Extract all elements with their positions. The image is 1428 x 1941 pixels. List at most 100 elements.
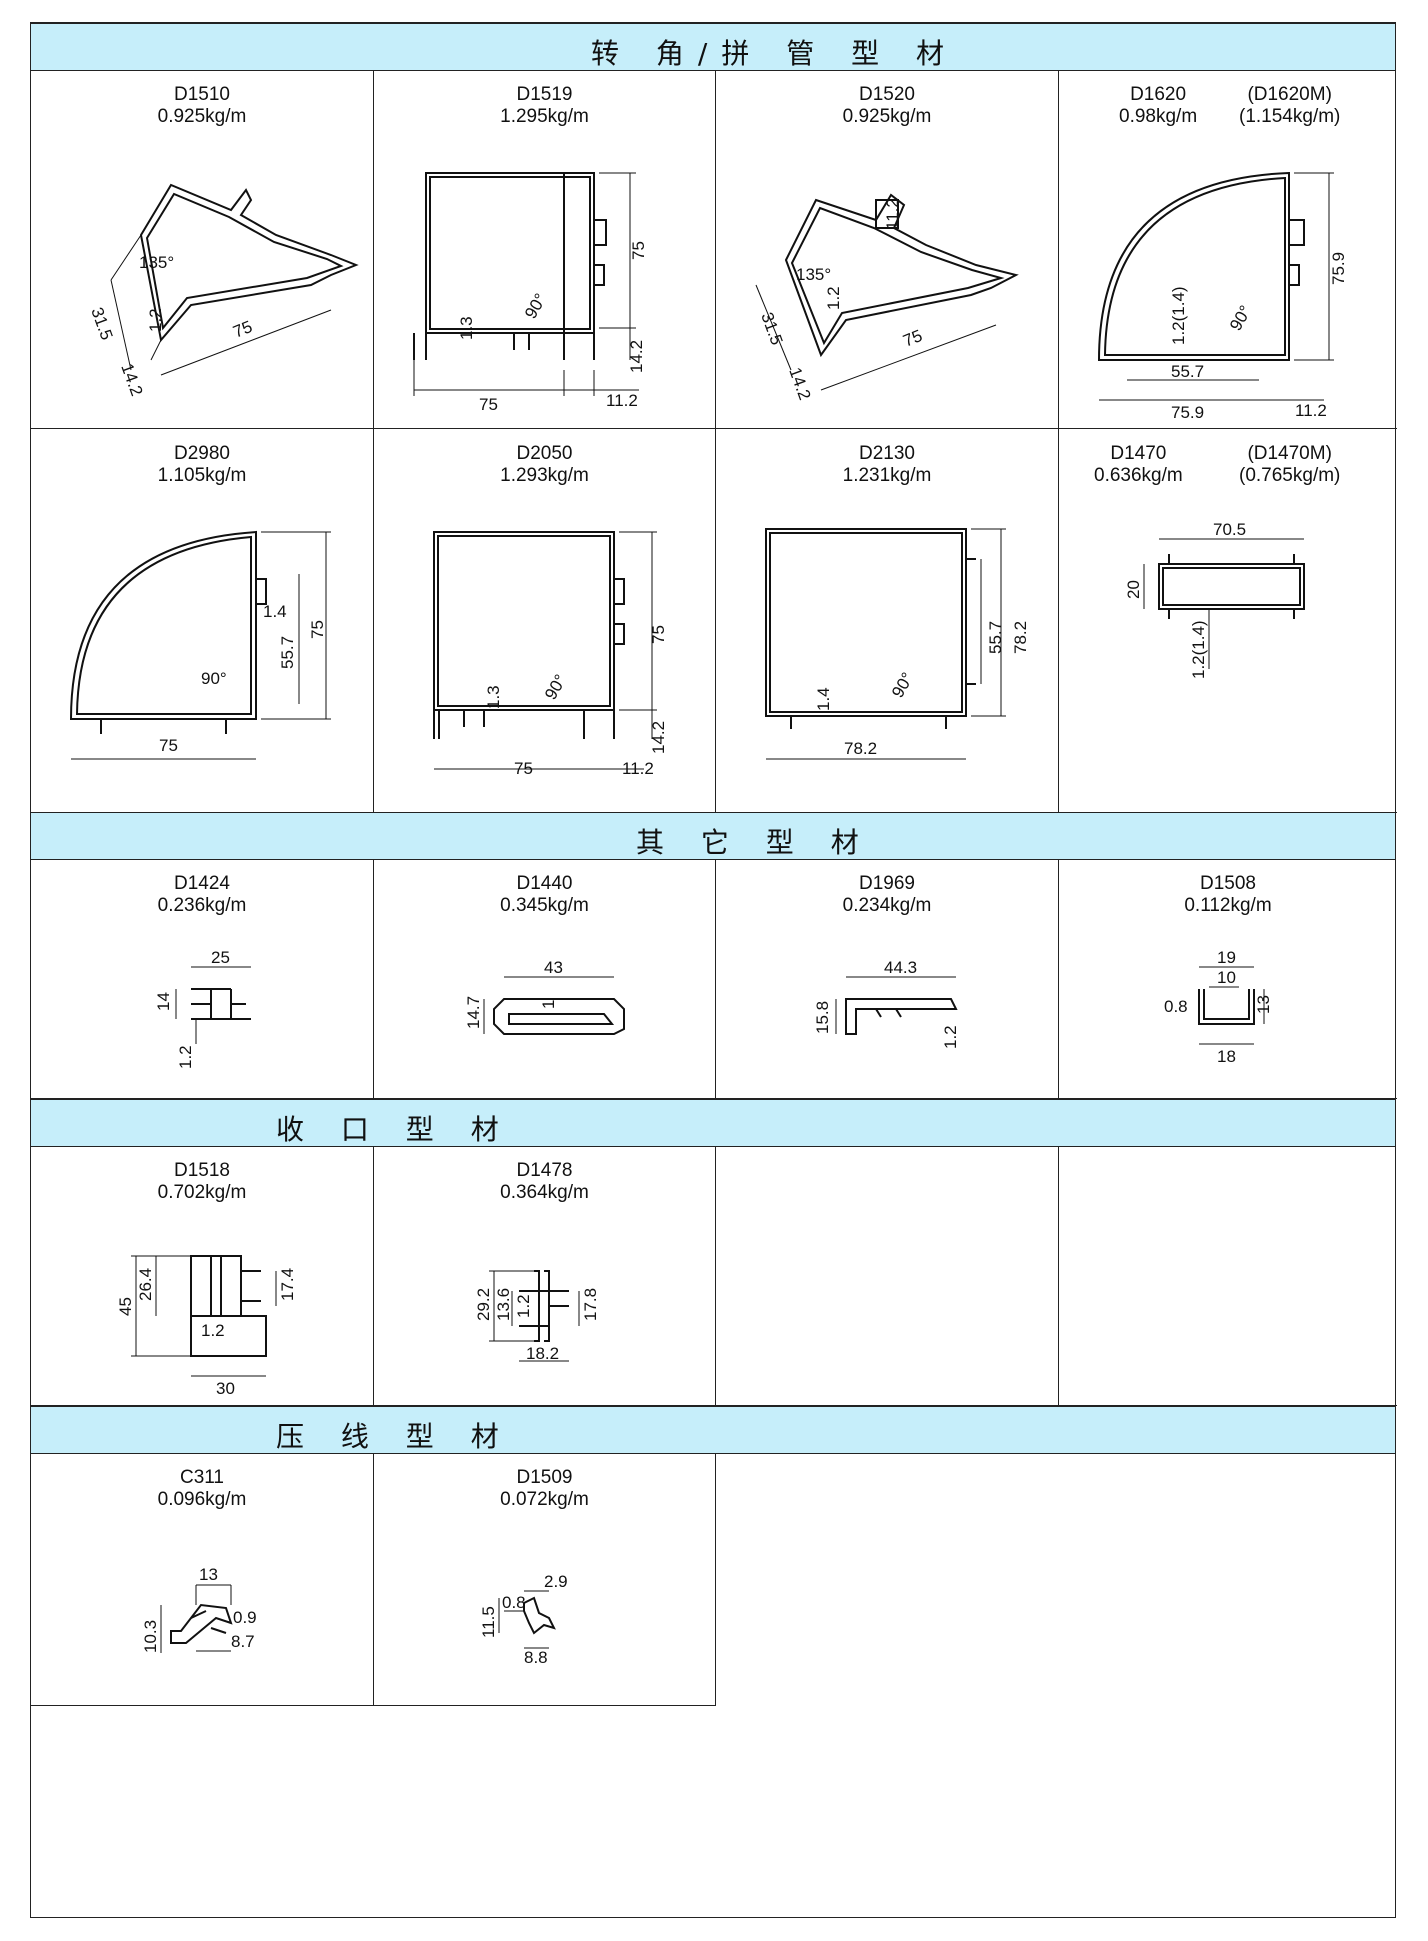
- profile-weight: 1.105kg/m: [157, 465, 247, 486]
- dim-height: 11.5: [479, 1606, 498, 1638]
- dim-height: 78.2: [1011, 621, 1030, 654]
- profile-cell-D1969: D1969 0.234kg/m 44.3 15.8 1.2: [716, 859, 1059, 1099]
- profile-drawing: 25 14 1.2: [154, 948, 251, 1069]
- dim-thickness: 1.3: [457, 316, 476, 340]
- section-title: 转 角/拼 管 型 材: [591, 37, 959, 70]
- profile-header: D2980 1.105kg/m: [31, 443, 373, 487]
- profile-drawing: 29.2 13.6 1.2 17.8 18.2: [474, 1270, 600, 1363]
- dim-height: 13: [1254, 995, 1273, 1014]
- dim-thickness: 1.4: [814, 687, 833, 711]
- profile-header: D1508 0.112kg/m: [1059, 873, 1397, 917]
- profile-header: D1424 0.236kg/m: [31, 873, 373, 917]
- profile-cell-D2050: D2050 1.293kg/m 75 1.3 90° 14.2 75 11.2: [374, 429, 716, 813]
- dim-width: 30: [216, 1379, 235, 1398]
- dim-angle: 90°: [888, 669, 917, 701]
- dim-thickness: 0.9: [233, 1608, 257, 1627]
- dim-length: 75: [900, 326, 925, 351]
- profile-code: D1509: [516, 1467, 573, 1488]
- profile-code: D1520: [859, 84, 915, 105]
- dim-inner: 55.7: [278, 636, 297, 669]
- profile-drawing: 43 1 14.7: [464, 958, 625, 1035]
- dim-angle: 90°: [1226, 302, 1255, 334]
- profile-cell-D1470: D1470 0.636kg/m (D1470M) (0.765kg/m) 70.…: [1059, 429, 1397, 813]
- profile-drawing: 44.3 15.8 1.2: [813, 958, 960, 1049]
- catalog-frame: 转 角/拼 管 型 材 D1510 0.925kg/m 135° 1.2 31.…: [30, 22, 1397, 1918]
- dim-width: 75.9: [1171, 403, 1204, 422]
- dim-height: 45: [116, 1297, 135, 1316]
- profile-header: D2130 1.231kg/m: [716, 443, 1058, 487]
- profile-cell-D1509: D1509 0.072kg/m 2.9 11.5 0.8 8.8: [374, 1453, 716, 1706]
- dim-thickness: 1.2: [941, 1025, 960, 1049]
- profile-code: D1440: [516, 873, 573, 894]
- profile-cell-D1440: D1440 0.345kg/m 43 1 14.7: [374, 859, 716, 1099]
- profile-cell-D1478: D1478 0.364kg/m 29.2 13.6 1.2 17.8 18.2: [374, 1146, 716, 1406]
- profile-header: D1510 0.925kg/m: [31, 84, 373, 128]
- profile-code: D1508: [1200, 873, 1256, 894]
- profile-drawing: 135° 1.2 31.5 14.2 75: [87, 183, 359, 399]
- section-header-corner: 转 角/拼 管 型 材: [31, 23, 1395, 71]
- dim-thickness: 1.2(1.4): [1189, 620, 1208, 679]
- profile-code: D1510: [174, 84, 230, 105]
- dim-flange: 14.2: [627, 340, 646, 373]
- dim-thickness: 0.8: [502, 1593, 526, 1612]
- section-title: 其 它 型 材: [636, 826, 873, 859]
- profile-drawing: 2.9 11.5 0.8 8.8: [479, 1572, 568, 1667]
- dim-width: 70.5: [1213, 520, 1246, 539]
- profile-weight: 1.295kg/m: [500, 106, 589, 127]
- dim-thickness: 0.8: [1164, 997, 1188, 1016]
- profile-drawing: 75.9 1.2(1.4) 90° 55.7 75.9 11.2: [1097, 171, 1348, 422]
- profile-weight: 0.364kg/m: [500, 1182, 589, 1203]
- dim-thickness: 1.2: [824, 286, 843, 310]
- profile-weight: 0.072kg/m: [500, 1489, 589, 1510]
- profile-alt-weight: (0.765kg/m): [1239, 465, 1341, 486]
- dim-width: 75: [479, 395, 498, 414]
- profile-drawing: 13 0.9 10.3 8.7: [141, 1565, 257, 1653]
- profile-code: D1518: [174, 1160, 230, 1181]
- section-title: 压 线 型 材: [276, 1420, 513, 1453]
- profile-header: D1969 0.234kg/m: [716, 873, 1058, 917]
- profile-alt-code: (D1620M): [1247, 84, 1332, 105]
- dim-angle: 90°: [541, 671, 570, 703]
- dim-inner: 13.6: [494, 1288, 513, 1321]
- profile-alt-code: (D1470M): [1247, 443, 1332, 464]
- dim-side: 31.5: [757, 310, 786, 348]
- dim-width: 78.2: [844, 739, 877, 758]
- dim-length: 75: [230, 317, 255, 342]
- dim-thickness: 1.4: [263, 602, 287, 621]
- dim-upper: 26.4: [136, 1268, 155, 1301]
- dim-thickness: 1.3: [484, 685, 503, 709]
- dim-flange: 14.2: [117, 361, 146, 399]
- empty-cell: [716, 1146, 1059, 1406]
- profile-header: D1478 0.364kg/m: [374, 1160, 715, 1204]
- dim-inner: 10: [1217, 968, 1236, 987]
- dim-height: 15.8: [813, 1001, 832, 1034]
- dim-bottom: 18: [1217, 1047, 1236, 1066]
- dim-width: 75: [159, 736, 178, 755]
- dim-bottom: 8.8: [524, 1648, 548, 1667]
- profile-weight: 0.234kg/m: [842, 895, 932, 916]
- profile-code: D1470: [1110, 443, 1167, 464]
- profile-cell-D1424: D1424 0.236kg/m 25 14 1.2: [31, 859, 374, 1099]
- profile-header: D1509 0.072kg/m: [374, 1467, 715, 1511]
- empty-cell: [1059, 1146, 1397, 1406]
- dim-height: 10.3: [141, 1620, 160, 1653]
- profile-drawing: 70.5 20 1.2(1.4): [1124, 520, 1305, 679]
- profile-cell-D1620: D1620 0.98kg/m (D1620M) (1.154kg/m) 75.9…: [1059, 70, 1397, 429]
- dim-angle: 135°: [796, 265, 831, 284]
- profile-code: D1969: [859, 873, 915, 894]
- section-header-closing: 收 口 型 材: [31, 1099, 1395, 1147]
- profile-weight: 0.98kg/m: [1119, 106, 1198, 127]
- dim-width: 13: [199, 1565, 218, 1584]
- dim-thickness: 1.2: [176, 1045, 195, 1069]
- dim-width: 75: [514, 759, 533, 778]
- dim-width: 25: [211, 948, 230, 967]
- profile-drawing: 11.2 135° 1.2 31.5 14.2 75: [755, 193, 1019, 402]
- section-header-pressing: 压 线 型 材: [31, 1406, 1395, 1454]
- dim-height: 14.7: [464, 996, 483, 1029]
- profile-weight: 0.636kg/m: [1094, 465, 1183, 486]
- dim-lip: 11.2: [883, 198, 902, 230]
- dim-right: 17.4: [278, 1268, 297, 1301]
- profile-code: D1478: [516, 1160, 573, 1181]
- dim-height: 75: [308, 620, 327, 639]
- dim-right: 17.8: [581, 1288, 600, 1321]
